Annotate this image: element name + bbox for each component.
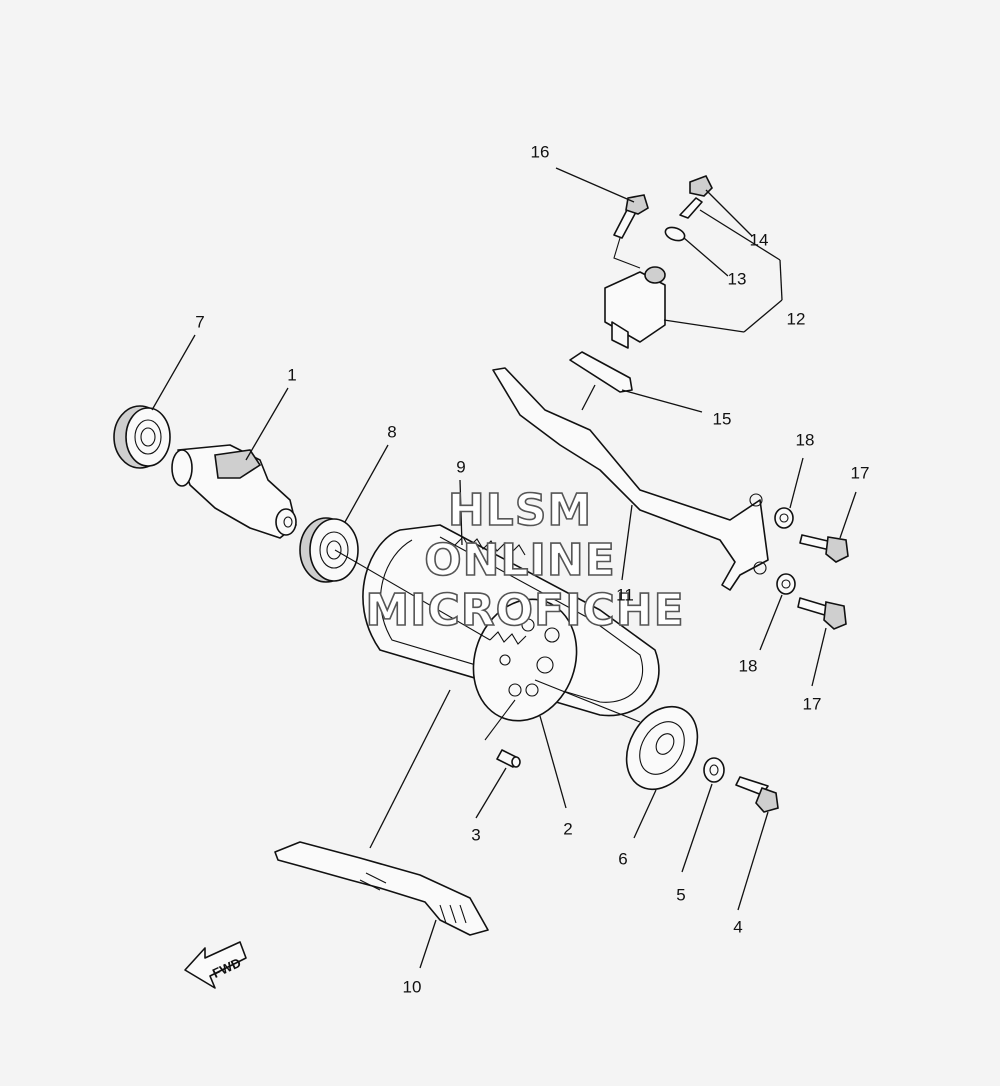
- callout-1: 1: [287, 365, 296, 384]
- callout-9: 9: [456, 457, 465, 476]
- callout-18-lower: 18: [739, 656, 758, 675]
- bearing-right: [299, 517, 359, 583]
- watermark-line3: MICROFICHE: [365, 585, 684, 636]
- assembly-guide-lines: [334, 237, 641, 741]
- callout-12: 12: [787, 309, 806, 328]
- arrow-forward-icon: FWD: [184, 941, 247, 989]
- callout-10: 10: [403, 977, 422, 996]
- bolt-upper: [799, 534, 849, 563]
- decompression-plate: [625, 705, 699, 791]
- camshaft: [171, 444, 297, 539]
- watermark-line2: ONLINE: [424, 535, 616, 586]
- decompression-spring: [454, 536, 527, 645]
- gasket-small: [664, 226, 686, 242]
- dowel-pin: [496, 749, 521, 768]
- callout-14: 14: [750, 230, 769, 249]
- callout-3: 3: [471, 825, 480, 844]
- callout-7: 7: [195, 312, 204, 331]
- watermark-line1: HLSM: [448, 485, 592, 536]
- callout-8: 8: [387, 422, 396, 441]
- bearing-left: [113, 405, 171, 469]
- cam-sprocket: [472, 598, 578, 722]
- sprocket-bolt: [735, 776, 779, 813]
- callout-17-lower: 17: [803, 694, 822, 713]
- tensioner-gasket: [569, 351, 633, 393]
- leader-lines: [151, 167, 857, 969]
- callout-5: 5: [676, 885, 685, 904]
- cap-bolt: [679, 174, 713, 219]
- tensioner-bolt: [613, 194, 649, 239]
- washer-lower: [776, 573, 796, 595]
- callout-4: 4: [733, 917, 742, 936]
- callout-16: 16: [531, 142, 550, 161]
- callout-15: 15: [713, 409, 732, 428]
- callout-17-upper: 17: [851, 463, 870, 482]
- callout-2: 2: [563, 819, 572, 838]
- callout-labels: 1 2 3 4 5 6 7 8 9 10 11 12 13 14 15 16 1…: [195, 142, 869, 996]
- callout-11: 11: [616, 585, 634, 604]
- washer-upper: [774, 507, 794, 529]
- washer: [703, 757, 725, 783]
- watermark: HLSM ONLINE MICROFICHE: [365, 484, 685, 637]
- tensioner-guide-arm: [492, 367, 769, 591]
- callout-18-upper: 18: [796, 430, 815, 449]
- callout-6: 6: [618, 849, 627, 868]
- callout-13: 13: [728, 269, 747, 288]
- chain-guide: [274, 841, 489, 936]
- bolt-lower: [797, 597, 847, 630]
- tensioner-assembly: [604, 266, 666, 349]
